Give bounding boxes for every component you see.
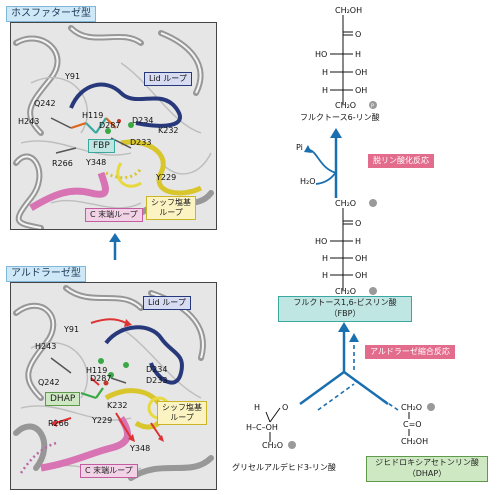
- aldolase-structure-drawing: [11, 283, 216, 489]
- dhap-ch2o: CH₂O: [401, 403, 422, 412]
- f6p-row-6: CH₂O: [335, 101, 356, 110]
- dhap-name-box: ジヒドロキシアセトンリン酸 （DHAP）: [366, 456, 488, 482]
- aldolase-form-tag: アルドラーゼ型: [6, 266, 86, 282]
- aldolase-condensation-tag: アルドラーゼ縮合反応: [365, 345, 455, 359]
- residue-d234-bottom: D234: [146, 365, 168, 374]
- c-terminal-loop-label-bottom: C 末端ループ: [80, 464, 138, 478]
- residue-y91-top: Y91: [65, 72, 81, 81]
- residue-h243-top: H243: [18, 117, 40, 126]
- phosphatase-form-tag: ホスファターゼ型: [6, 6, 96, 22]
- aldolase-condensation-arrows: [299, 322, 399, 411]
- dhap-structure: CH₂O C=O CH₂OH: [401, 403, 435, 446]
- f6p-row-3-suffix: H: [355, 50, 361, 59]
- fbp-row-4-suffix: OH: [355, 254, 367, 263]
- lid-loop-label-bottom: Lid ループ: [143, 296, 191, 310]
- f6p-row-5-suffix: OH: [355, 86, 367, 95]
- f6p-row-4-prefix: H: [322, 68, 328, 77]
- residue-y229-bottom: Y229: [92, 416, 113, 425]
- dephosphorylation-reaction-tag: 脱リン酸化反応: [368, 154, 434, 168]
- residue-d287-bottom: D287: [90, 374, 112, 383]
- residue-d233-top: D233: [130, 138, 152, 147]
- schiff-loop-label-top: シッフ塩基 ループ: [146, 196, 196, 220]
- dephosphorylation-arrows: [304, 128, 342, 198]
- residue-d287-top: D287: [99, 121, 121, 130]
- fbp-label: FBP: [88, 139, 115, 153]
- fbp-name-line2: （FBP）: [329, 309, 361, 318]
- f6p-row-3-prefix: HO: [315, 50, 327, 59]
- residue-d234-top: D234: [132, 116, 154, 125]
- fbp-name-line1: フルクトース1,6-ビスリン酸: [293, 298, 397, 307]
- phosphate-icon-fbp-bottom: [369, 287, 377, 295]
- fbp-name-box: フルクトース1,6-ビスリン酸 （FBP）: [278, 296, 412, 322]
- gap-o: O: [282, 403, 288, 412]
- f6p-row-4-suffix: OH: [355, 68, 367, 77]
- fbp-row-5-prefix: H: [322, 271, 328, 280]
- phosphate-symbol-f6p: P: [371, 104, 374, 110]
- residue-r266-top: R266: [52, 159, 73, 168]
- residue-h119-top: H119: [82, 111, 104, 120]
- schiff-loop-label-bottom: シッフ塩基 ループ: [157, 401, 207, 425]
- residue-h243-bottom: H243: [35, 342, 57, 351]
- residue-h119-bottom: H119: [86, 366, 108, 375]
- residue-k232-bottom: K232: [107, 401, 128, 410]
- fbp-row-3-prefix: HO: [315, 237, 327, 246]
- phosphate-icon-dhap: [427, 403, 435, 411]
- pi-label: Pi: [296, 143, 303, 152]
- f6p-row-1: CH₂OH: [335, 6, 362, 15]
- c-terminal-loop-label-top: C 末端ループ: [85, 208, 143, 222]
- dhap-name-line2: （DHAP）: [407, 469, 447, 478]
- fbp-row-3-suffix: H: [355, 237, 361, 246]
- residue-k232-top: K232: [158, 126, 179, 135]
- dhap-ch2oh: CH₂OH: [401, 437, 428, 446]
- conversion-up-arrow: [109, 233, 121, 260]
- f6p-row-5-prefix: H: [322, 86, 328, 95]
- residue-q242-top: Q242: [34, 99, 56, 108]
- phosphate-icon-f6p: [369, 101, 377, 109]
- phosphate-icon-fbp-top: [369, 199, 377, 207]
- gap-structure: H O H–C–OH CH₂O: [246, 403, 296, 450]
- gap-h: H: [254, 403, 260, 412]
- f6p-carbonyl-o: O: [355, 30, 361, 39]
- fbp-row-5-suffix: OH: [355, 271, 367, 280]
- f6p-caption: フルクトース6-リン酸: [300, 113, 380, 122]
- residue-y348-top: Y348: [86, 158, 107, 167]
- residue-y229-top: Y229: [156, 173, 177, 182]
- gap-h-oh: H–C–OH: [246, 423, 278, 432]
- gap-caption: グリセルアルデヒド3-リン酸: [232, 463, 336, 472]
- residue-y91-bottom: Y91: [64, 325, 80, 334]
- residue-d233-bottom: D233: [146, 376, 168, 385]
- fbp-row-6: CH₂O: [335, 287, 356, 296]
- gap-ch2o: CH₂O: [262, 441, 283, 450]
- water-label: H₂O: [300, 177, 316, 186]
- phosphatase-structure-image: [10, 22, 217, 230]
- residue-r266-bottom: R266: [48, 419, 69, 428]
- fbp-row-4-prefix: H: [322, 254, 328, 263]
- f6p-structure: CH₂OH HO H H H OH OH O CH₂O P: [315, 6, 377, 110]
- dhap-name-line1: ジヒドロキシアセトンリン酸: [375, 458, 479, 467]
- dhap-co: C=O: [403, 420, 422, 429]
- residue-y348-bottom: Y348: [130, 444, 151, 453]
- phosphate-icon-gap: [288, 441, 296, 449]
- residue-q242-bottom: Q242: [38, 378, 60, 387]
- fbp-carbonyl-o: O: [355, 219, 361, 228]
- dhap-label-structure: DHAP: [45, 392, 81, 406]
- lid-loop-label-top: Lid ループ: [144, 72, 192, 86]
- phosphatase-structure-drawing: [11, 23, 216, 229]
- fbp-row-1: CH₂O: [335, 199, 356, 208]
- fbp-structure: CH₂O HO H H H OH OH O CH₂O: [315, 199, 377, 296]
- aldolase-structure-image: [10, 282, 217, 490]
